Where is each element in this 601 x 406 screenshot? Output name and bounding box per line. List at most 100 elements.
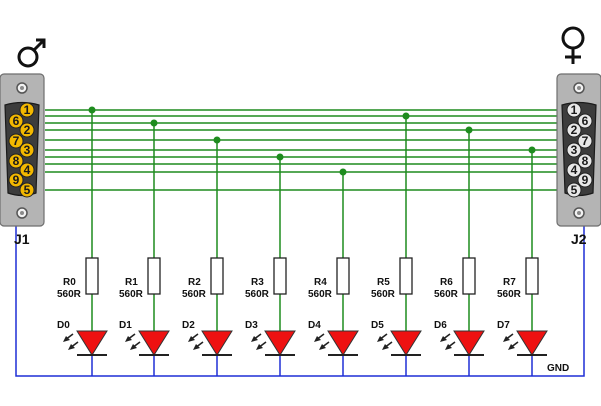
pin-3 bbox=[566, 142, 582, 158]
junction-dot bbox=[402, 112, 410, 120]
light-arrow-head bbox=[319, 344, 326, 350]
male-symbol-icon bbox=[17, 38, 46, 68]
light-arrow-head bbox=[377, 336, 384, 342]
pin-number-8: 8 bbox=[582, 154, 589, 168]
pin-5 bbox=[566, 182, 582, 198]
led-name-label: D5 bbox=[371, 320, 384, 331]
pin-9 bbox=[577, 172, 593, 188]
led-d3 bbox=[264, 330, 296, 356]
pin-9 bbox=[8, 172, 24, 188]
light-arrows-icon bbox=[251, 333, 267, 350]
pin-3 bbox=[19, 142, 35, 158]
ground-wire bbox=[15, 226, 585, 377]
led-d7 bbox=[516, 330, 548, 356]
resistor-r2 bbox=[210, 257, 224, 295]
pin-number-2: 2 bbox=[24, 123, 31, 137]
ground-label: GND bbox=[547, 363, 569, 374]
led-d6 bbox=[453, 330, 485, 356]
light-arrow-head bbox=[445, 344, 452, 350]
light-arrow-head bbox=[125, 336, 132, 342]
light-arrow-head bbox=[440, 336, 447, 342]
light-arrow-head bbox=[68, 344, 75, 350]
pin-number-5: 5 bbox=[24, 183, 31, 197]
pin-number-6: 6 bbox=[13, 114, 20, 128]
junction-dot bbox=[465, 126, 473, 134]
resistor-r4 bbox=[336, 257, 350, 295]
light-arrow-head bbox=[188, 336, 195, 342]
resistor-name-label: R0 bbox=[63, 277, 76, 288]
resistor-name-label: R3 bbox=[251, 277, 264, 288]
male-symbol-shaft bbox=[32, 38, 46, 52]
junction-dot bbox=[213, 136, 221, 144]
resistor-value-label: 560R bbox=[245, 289, 270, 300]
pin-number-6: 6 bbox=[582, 114, 589, 128]
pin-1 bbox=[566, 102, 582, 118]
wires-layer bbox=[15, 106, 585, 377]
resistor-r0 bbox=[85, 257, 99, 295]
resistor-r3 bbox=[273, 257, 287, 295]
resistor-r6 bbox=[462, 257, 476, 295]
light-arrows-icon bbox=[63, 333, 79, 350]
pin-5 bbox=[19, 182, 35, 198]
led-name-label: D6 bbox=[434, 320, 447, 331]
pin-number-8: 8 bbox=[13, 154, 20, 168]
connector-label-j1: J1 bbox=[14, 231, 30, 247]
pin-8 bbox=[8, 153, 24, 169]
junction-dot bbox=[528, 146, 536, 154]
mounting-hole-center bbox=[20, 86, 24, 90]
pin-4 bbox=[19, 162, 35, 178]
led-name-label: D1 bbox=[119, 320, 132, 331]
led-d1 bbox=[138, 330, 170, 356]
light-arrow-head bbox=[193, 344, 200, 350]
pin-7 bbox=[8, 133, 24, 149]
pin-4 bbox=[566, 162, 582, 178]
pin-number-4: 4 bbox=[571, 163, 578, 177]
led-name-label: D7 bbox=[497, 320, 510, 331]
resistor-value-label: 560R bbox=[119, 289, 144, 300]
mounting-hole-center bbox=[20, 211, 24, 215]
resistor-value-label: 560R bbox=[308, 289, 333, 300]
junction-dot bbox=[88, 106, 96, 114]
resistor-name-label: R6 bbox=[440, 277, 453, 288]
resistor-r1 bbox=[147, 257, 161, 295]
resistor-name-label: R4 bbox=[314, 277, 327, 288]
junction-dot bbox=[150, 119, 158, 127]
pin-8 bbox=[577, 153, 593, 169]
resistor-value-label: 560R bbox=[497, 289, 522, 300]
light-arrows-icon bbox=[188, 333, 204, 350]
junction-dot bbox=[339, 168, 347, 176]
led-d5 bbox=[390, 330, 422, 356]
light-arrows-icon bbox=[314, 333, 330, 350]
pin-2 bbox=[566, 122, 582, 138]
led-d0 bbox=[76, 330, 108, 356]
pin-number-4: 4 bbox=[24, 163, 31, 177]
resistor-name-label: R5 bbox=[377, 277, 390, 288]
pin-number-7: 7 bbox=[582, 134, 589, 148]
resistor-value-label: 560R bbox=[371, 289, 396, 300]
female-symbol-icon bbox=[561, 26, 585, 64]
light-arrows-icon bbox=[377, 333, 393, 350]
led-d4 bbox=[327, 330, 359, 356]
pin-number-5: 5 bbox=[571, 183, 578, 197]
light-arrow-head bbox=[314, 336, 321, 342]
resistor-r7 bbox=[525, 257, 539, 295]
led-name-label: D3 bbox=[245, 320, 258, 331]
light-arrows-icon bbox=[440, 333, 456, 350]
junction-dot bbox=[276, 153, 284, 161]
pin-2 bbox=[19, 122, 35, 138]
led-d2 bbox=[201, 330, 233, 356]
pin-number-2: 2 bbox=[571, 123, 578, 137]
pin-7 bbox=[577, 133, 593, 149]
mounting-hole-center bbox=[577, 211, 581, 215]
light-arrow-head bbox=[63, 336, 70, 342]
light-arrow-head bbox=[508, 344, 515, 350]
pin-number-9: 9 bbox=[13, 173, 20, 187]
led-name-label: D4 bbox=[308, 320, 321, 331]
male-symbol-arrow bbox=[36, 38, 46, 48]
